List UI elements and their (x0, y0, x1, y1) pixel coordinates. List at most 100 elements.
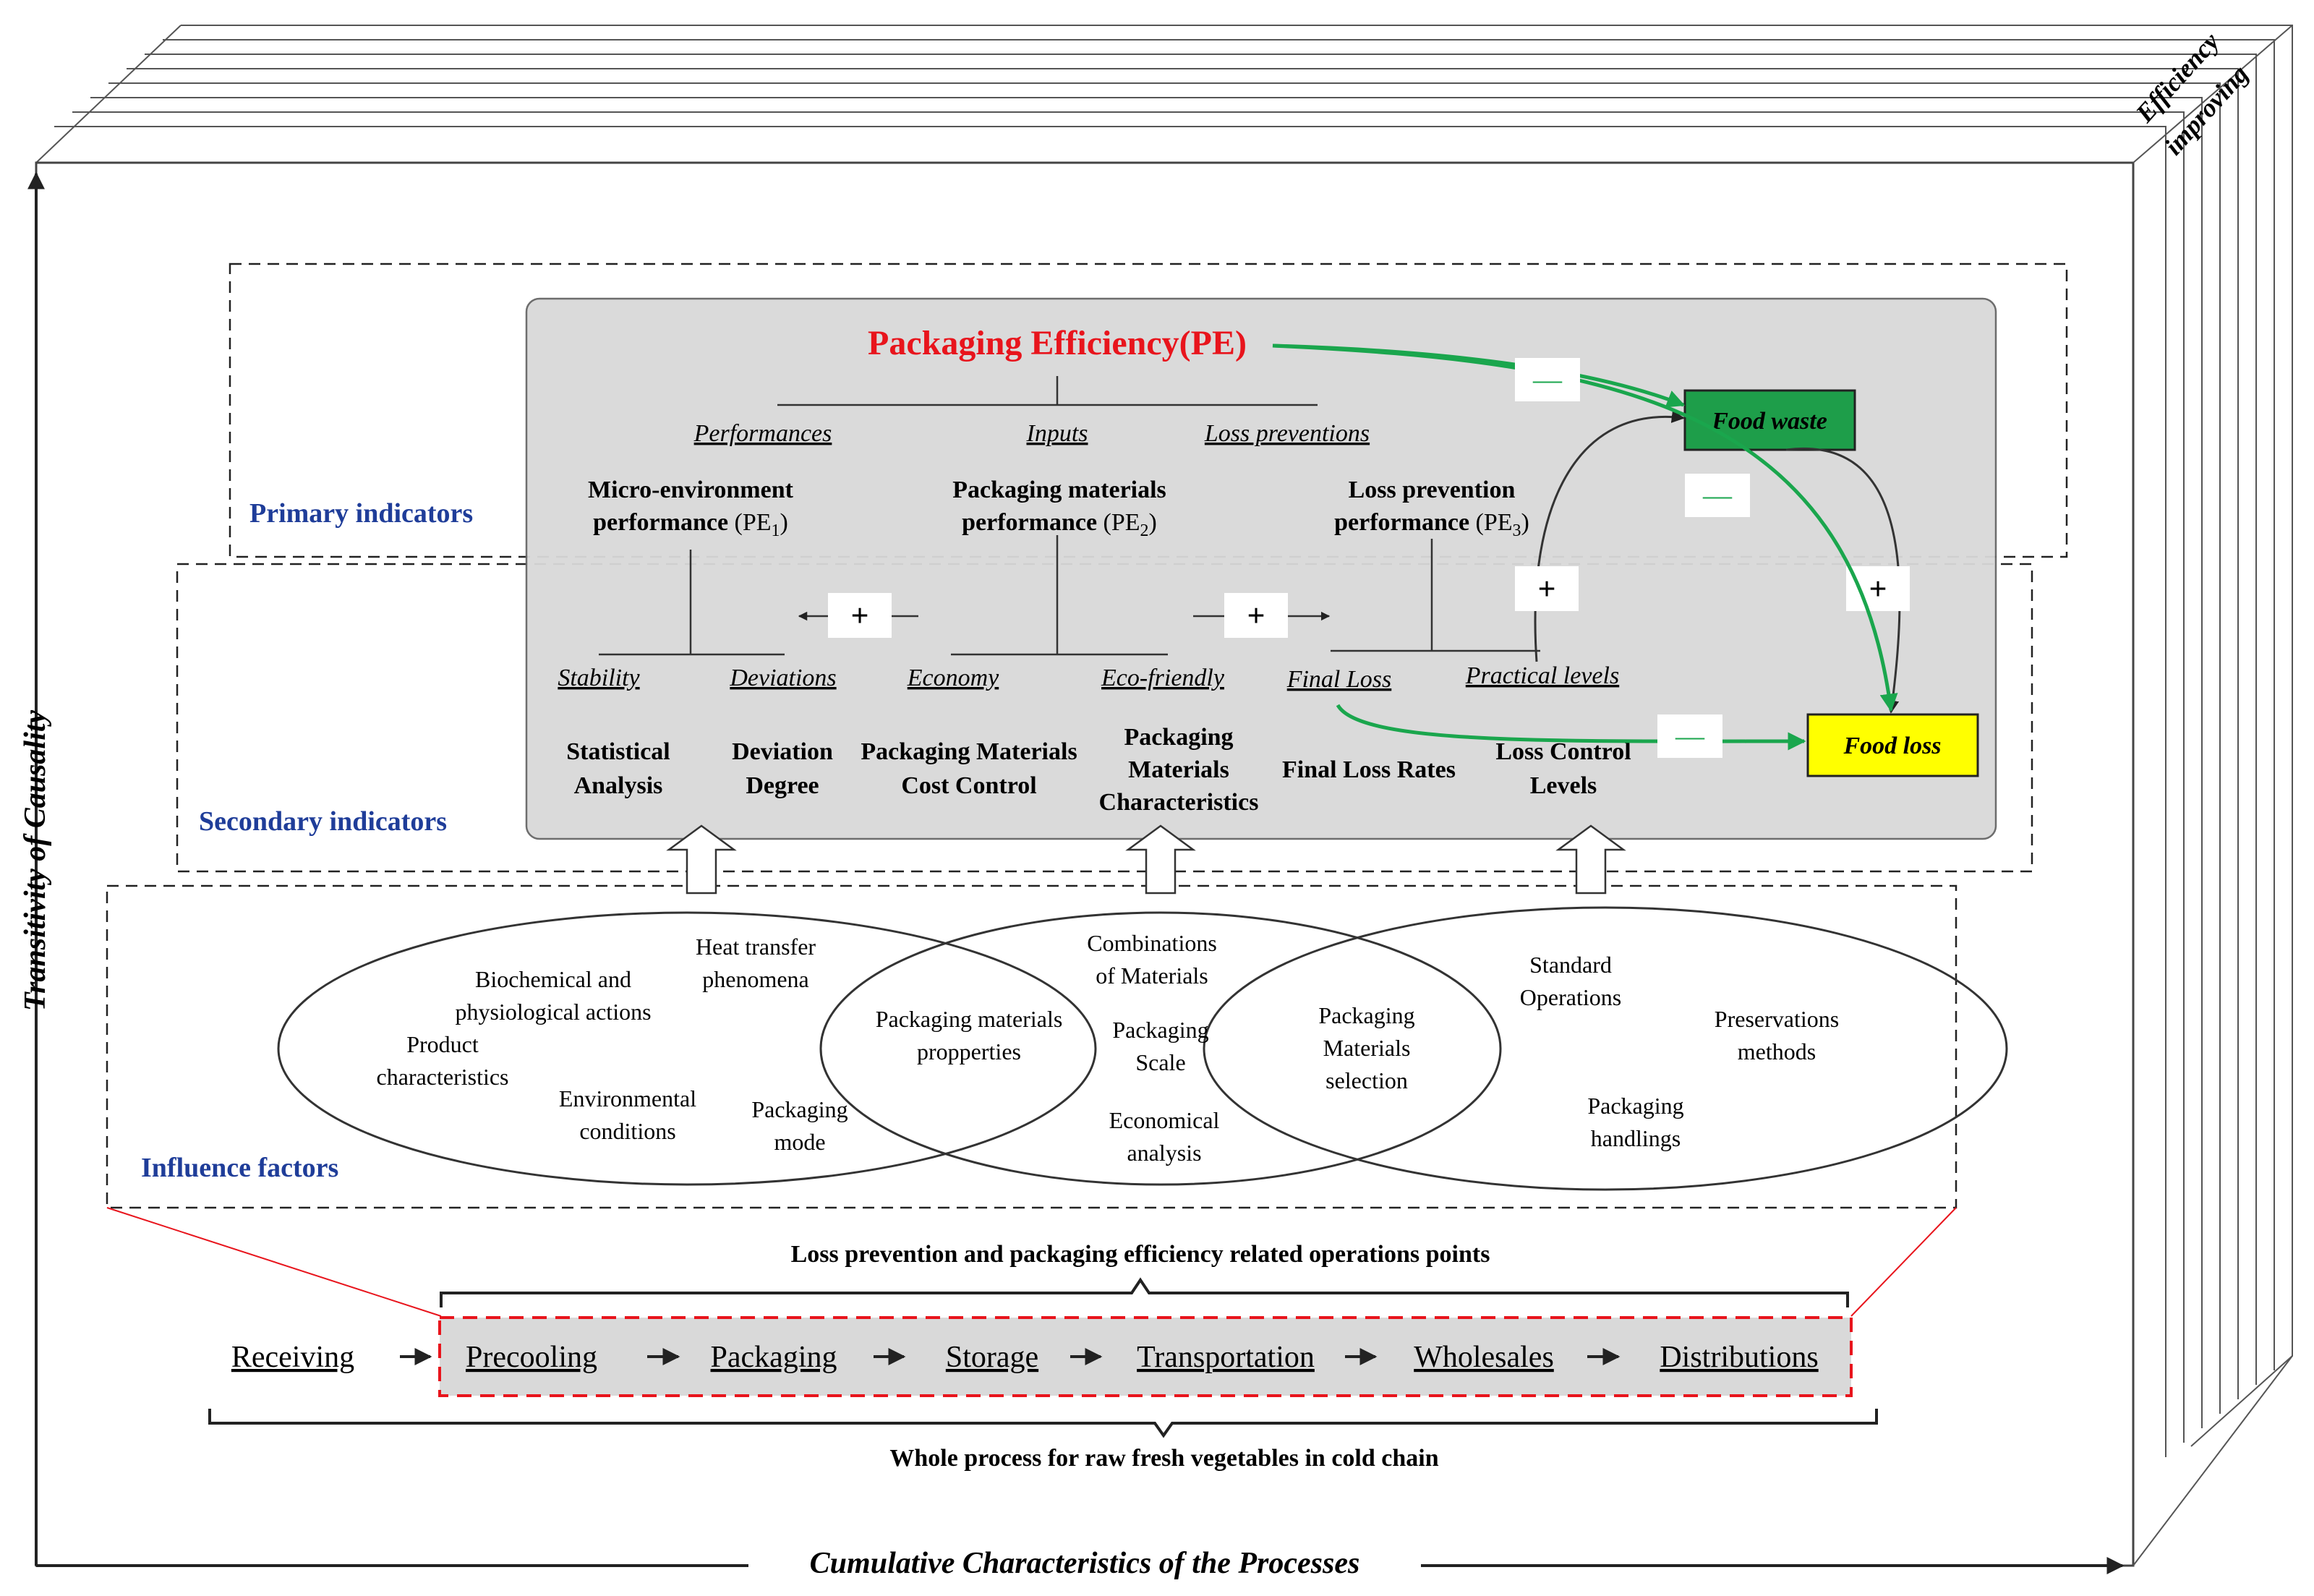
pe3-title: Loss prevention (1349, 477, 1516, 503)
ellipse-loss-prevention (1203, 906, 2008, 1191)
factor-properties-1: Packaging materials (876, 1006, 1063, 1032)
sub-deviations: Deviations (729, 665, 836, 691)
category-performances: Performances (693, 420, 832, 447)
hollow-arrow-right (1555, 824, 1626, 895)
secondary-control-2: Levels (1530, 772, 1597, 799)
minus-box-pe-loss (1685, 474, 1750, 517)
plus-sign-loss: + (1869, 571, 1887, 607)
minus-sign-final-loss: — (1675, 720, 1705, 752)
food-loss-label: Food loss (1843, 733, 1941, 759)
factor-selection-1: Packaging (1318, 1002, 1414, 1028)
factor-biochem-1: Biochemical and (475, 966, 631, 992)
factor-standard-1: Standard (1529, 952, 1612, 978)
hollow-arrow-left (666, 824, 737, 895)
primary-indicators-label: Primary indicators (249, 498, 473, 529)
pe-tree-lines (599, 376, 1540, 656)
hollow-arrow-center (1125, 824, 1196, 895)
secondary-characteristics-2: Materials (1128, 756, 1229, 783)
category-inputs: Inputs (1026, 420, 1088, 447)
factor-economical-2: analysis (1127, 1140, 1201, 1166)
factor-selection-3: selection (1325, 1067, 1408, 1093)
minus-box-final-loss (1657, 714, 1722, 758)
influence-factor-texts: Biochemical and physiological actions He… (377, 930, 1840, 1166)
secondary-deviation-1: Deviation (732, 738, 833, 765)
sub-stability: Stability (558, 665, 640, 691)
step-packaging: Packaging (711, 1341, 837, 1374)
step-distributions: Distributions (1660, 1341, 1818, 1374)
pe1-title: Micro-environment (588, 477, 794, 503)
factor-product-2: characteristics (377, 1064, 509, 1090)
factor-heat-2: phenomena (702, 966, 809, 992)
step-storage: Storage (946, 1341, 1038, 1374)
plus-box-waste (1515, 566, 1579, 611)
factor-properties-2: propperties (917, 1038, 1021, 1064)
hollow-arrows (666, 824, 1626, 895)
factor-env-2: conditions (579, 1118, 675, 1144)
factor-biochem-2: physiological actions (455, 999, 651, 1025)
pe-title: Packaging Efficiency(PE) (868, 324, 1247, 362)
factor-combinations-2: of Materials (1096, 963, 1208, 989)
step-transportation: Transportation (1137, 1341, 1315, 1374)
sub-eco-friendly: Eco-friendly (1101, 665, 1225, 691)
secondary-characteristics-1: Packaging (1124, 724, 1233, 751)
factor-product-1: Product (406, 1031, 479, 1057)
factor-mode-2: mode (774, 1129, 825, 1155)
plus-box-loss (1846, 566, 1910, 611)
plus-sign-left: + (850, 598, 868, 633)
pe3-label: performance (PE3) (1334, 509, 1529, 540)
minus-sign-waste: — (1532, 363, 1563, 396)
influence-box (106, 884, 1957, 1209)
category-loss-preventions: Loss preventions (1204, 420, 1370, 447)
factor-env-1: Environmental (559, 1085, 696, 1111)
factor-selection-2: Materials (1323, 1035, 1411, 1061)
factor-economical-1: Economical (1109, 1107, 1220, 1133)
pe2-title: Packaging materials (952, 477, 1166, 503)
step-receiving: Receiving (231, 1341, 354, 1374)
pe1-label: performance (PE1) (593, 509, 788, 540)
operations-bottom-brace (208, 1409, 1878, 1438)
red-connector-right (1850, 1207, 1957, 1317)
vertical-axis-label: Transitivity of Causality (19, 710, 52, 1011)
red-connector-left (106, 1207, 442, 1317)
factor-mode-1: Packaging (751, 1096, 848, 1122)
factor-scale-2: Scale (1135, 1049, 1185, 1075)
food-waste-label: Food waste (1711, 408, 1827, 435)
secondary-characteristics-3: Characteristics (1099, 789, 1259, 816)
secondary-deviation-2: Degree (746, 772, 819, 799)
factor-standard-2: Operations (1520, 984, 1621, 1010)
sub-final-loss: Final Loss (1286, 666, 1392, 693)
operations-top-brace (440, 1277, 1849, 1307)
plus-box-right (1224, 593, 1288, 638)
plus-sign-right: + (1247, 598, 1265, 633)
ellipse-packaging-materials (819, 911, 1502, 1186)
secondary-indicators-label: Secondary indicators (199, 806, 447, 837)
secondary-statistical-1: Statistical (566, 738, 670, 765)
operations-top-label: Loss prevention and packaging efficiency… (791, 1241, 1490, 1268)
sub-economy: Economy (907, 665, 999, 691)
operations-bottom-label: Whole process for raw fresh vegetables i… (889, 1445, 1438, 1472)
minus-box-waste (1515, 358, 1580, 401)
minus-sign-pe-loss: — (1702, 479, 1733, 511)
waste-to-loss-curve (1785, 447, 1901, 714)
factor-preservation-1: Preservations (1715, 1006, 1839, 1032)
plus-sign-waste: + (1537, 571, 1555, 607)
step-precooling: Precooling (466, 1341, 597, 1374)
secondary-cost-2: Cost Control (901, 772, 1036, 799)
pe-to-loss-arrow (1272, 343, 1898, 712)
ellipse-micro-environment (277, 911, 1097, 1186)
indicator-panel (525, 297, 1997, 840)
influence-ellipses (277, 906, 2008, 1191)
factor-scale-1: Packaging (1112, 1017, 1208, 1043)
factor-handlings-1: Packaging (1587, 1093, 1683, 1119)
secondary-final-rates: Final Loss Rates (1282, 756, 1456, 783)
factor-preservation-2: methods (1738, 1038, 1816, 1064)
secondary-cost-1: Packaging Materials (861, 738, 1077, 765)
process-steps: Receiving Precooling Packaging Storage T… (231, 1341, 1819, 1374)
plus-box-left (828, 593, 892, 638)
food-waste-box (1683, 389, 1856, 451)
influence-factors-label: Influence factors (141, 1153, 338, 1183)
horizontal-axis-label: Cumulative Characteristics of the Proces… (810, 1547, 1360, 1580)
sub-practical-levels: Practical levels (1465, 662, 1619, 689)
food-loss-box (1806, 713, 1979, 777)
